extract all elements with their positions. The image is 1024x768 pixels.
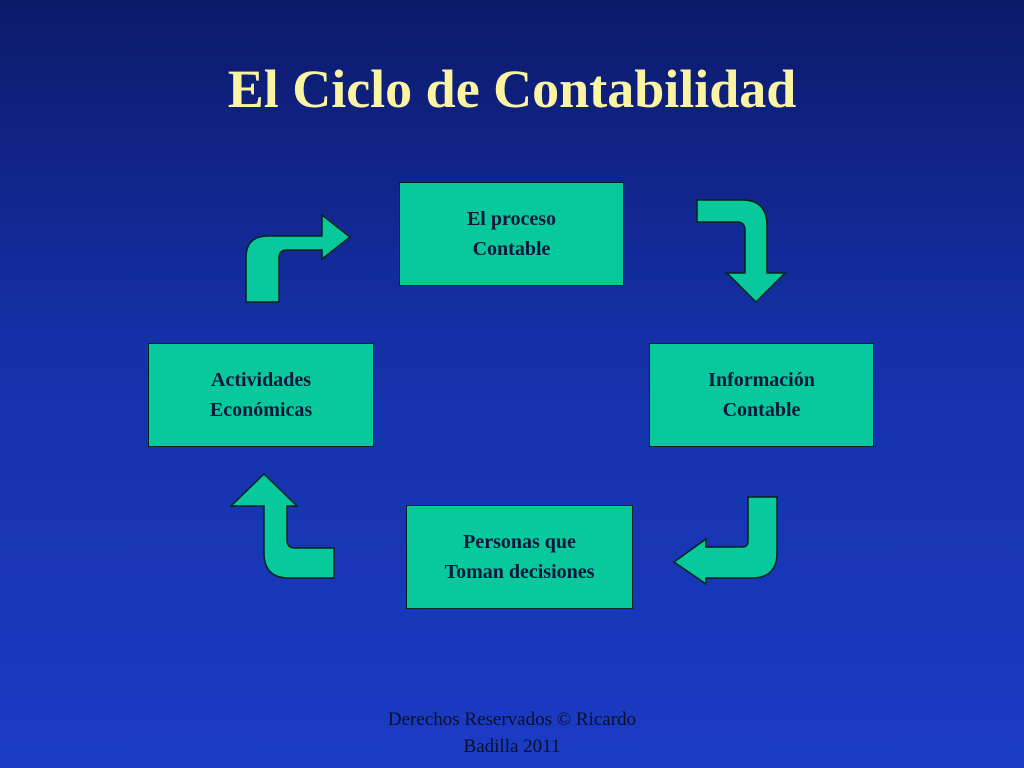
footer-line2: Badilla 2011	[463, 736, 561, 757]
footer-line1: Derechos Reservados © Ricardo	[387, 709, 637, 730]
node-proceso-contable: El proceso Contable	[399, 182, 624, 286]
curved-arrow-down-left	[672, 496, 778, 586]
node-actividades-economicas: Actividades Económicas	[148, 343, 374, 447]
slide-title: El Ciclo de Contabilidad	[227, 59, 797, 119]
node-personas-decisiones: Personas que Toman decisiones	[406, 505, 633, 609]
node-label-line1: Personas que	[463, 531, 576, 553]
node-label-line2: Contable	[472, 238, 551, 260]
curved-arrow-up-right	[245, 213, 352, 303]
node-label-line2: Contable	[722, 399, 801, 421]
curved-arrow-down-right	[696, 199, 787, 304]
copyright-footer: Derechos Reservados © Ricardo Badilla 20…	[312, 706, 712, 760]
node-label-line2: Toman decisiones	[444, 561, 595, 583]
node-label-line1: El proceso	[466, 208, 557, 230]
node-label-line1: Información	[708, 369, 815, 391]
node-label-line2: Económicas	[209, 399, 313, 421]
curved-arrow-up-left	[229, 472, 335, 579]
node-informacion-contable: Información Contable	[649, 343, 874, 447]
node-label-line1: Actividades	[211, 369, 311, 391]
